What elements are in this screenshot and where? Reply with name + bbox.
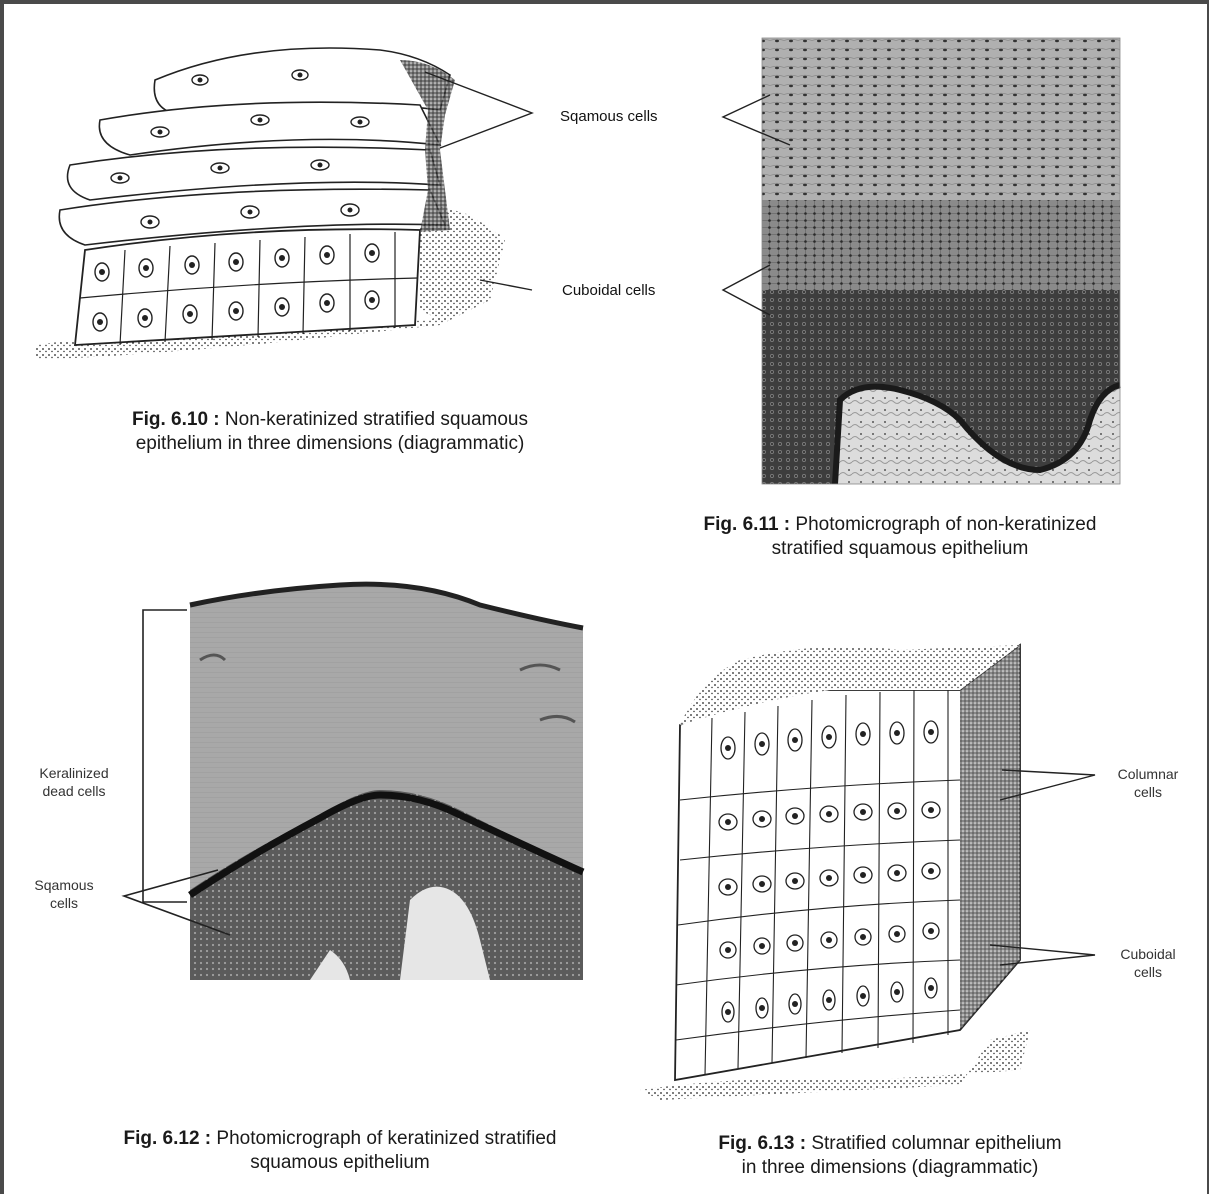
fig-6-12-caption-text: Photomicrograph of keratinized stratifie… [216, 1128, 556, 1149]
fig-6-12-squamous-label: Sqamous cells [18, 876, 110, 912]
fig-6-13-cuboidal-label-line2: cells [1098, 963, 1198, 981]
fig-6-10-cuboidal-label: Cuboidal cells [562, 281, 655, 300]
fig-6-13-cuboidal-label: Cuboidal cells [1098, 945, 1198, 981]
fig-6-13-caption-number: Fig. 6.13 : [718, 1133, 806, 1154]
fig-6-13-columnar-label: Columnar cells [1098, 765, 1198, 801]
fig-6-10-squamous-label: Sqamous cells [560, 107, 658, 126]
fig-6-11-caption-line2: stratified squamous epithelium [600, 537, 1200, 561]
fig-6-13-columnar-label-line1: Columnar [1098, 765, 1198, 783]
fig-6-13-cuboidal-label-line1: Cuboidal [1098, 945, 1198, 963]
fig-6-11-photomicrograph [762, 20, 1120, 484]
fig-6-10-drawing [35, 48, 505, 360]
fig-6-13-caption-line2: in three dimensions (diagrammatic) [640, 1156, 1140, 1180]
fig-6-12-keratinized-label: Keralinized dead cells [16, 764, 132, 800]
fig-6-11-caption-number: Fig. 6.11 : [704, 514, 791, 535]
fig-6-10-caption-line2: epithelium in three dimensions (diagramm… [20, 432, 640, 456]
fig-6-12-caption-number: Fig. 6.12 : [124, 1128, 212, 1149]
fig-6-10-caption-number: Fig. 6.10 : [132, 409, 220, 430]
fig-6-10-caption-text: Non-keratinized stratified squamous [225, 409, 528, 430]
fig-6-13-caption-text: Stratified columnar epithelium [811, 1133, 1061, 1154]
fig-6-12-keratinized-label-line1: Keralinized [16, 764, 132, 782]
fig-6-11-caption: Fig. 6.11 : Photomicrograph of non-kerat… [600, 513, 1200, 561]
fig-6-12-keratinized-label-line2: dead cells [16, 782, 132, 800]
fig-6-12-caption-line2: squamous epithelium [20, 1151, 660, 1175]
fig-6-13-caption: Fig. 6.13 : Stratified columnar epitheli… [640, 1132, 1140, 1180]
fig-6-10-caption: Fig. 6.10 : Non-keratinized stratified s… [20, 408, 640, 456]
fig-6-11-caption-text: Photomicrograph of non-keratinized [795, 514, 1096, 535]
fig-6-13-columnar-label-line2: cells [1098, 783, 1198, 801]
fig-6-12-squamous-label-line2: cells [18, 894, 110, 912]
fig-6-12-caption: Fig. 6.12 : Photomicrograph of keratiniz… [20, 1127, 660, 1175]
fig-6-12-photomicrograph [190, 584, 583, 980]
fig-6-13-drawing [640, 645, 1030, 1100]
fig-6-12-squamous-label-line1: Sqamous [18, 876, 110, 894]
